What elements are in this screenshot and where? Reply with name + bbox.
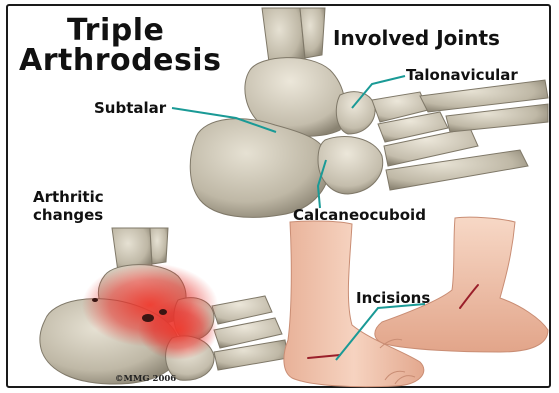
copyright-text: ©MMG 2006 xyxy=(115,374,176,384)
arthritic-label-line-2: changes xyxy=(33,206,103,224)
incisions-label: Incisions xyxy=(356,289,430,307)
arthritic-foot-skeleton xyxy=(40,228,288,384)
involved-joints-heading: Involved Joints xyxy=(333,26,500,50)
calcaneocuboid-label: Calcaneocuboid xyxy=(293,206,426,224)
arthritic-label-line-1: Arthritic xyxy=(33,188,104,206)
talonavicular-label: Talonavicular xyxy=(406,66,518,84)
title-line-2: Arthrodesis xyxy=(19,46,221,76)
subtalar-label: Subtalar xyxy=(94,99,166,117)
title-line-1: Triple xyxy=(67,16,164,46)
